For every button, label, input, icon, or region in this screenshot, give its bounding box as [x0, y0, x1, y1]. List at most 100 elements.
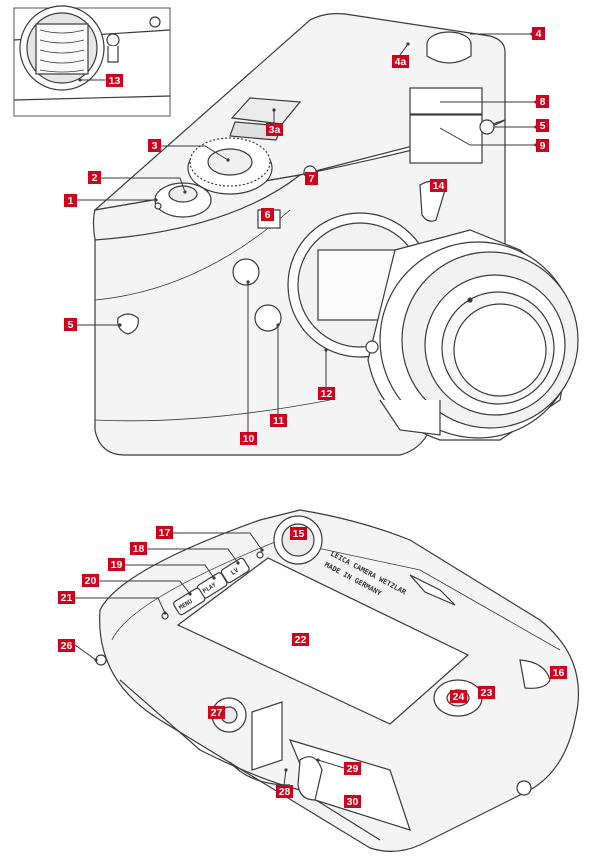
- callout-label-1: 1: [68, 195, 74, 207]
- callout-badge-15: [290, 527, 307, 540]
- callout-label-22: 22: [295, 634, 307, 646]
- callout-leader-18: [147, 548, 239, 564]
- callout-badge-3: [148, 139, 161, 152]
- callout-label-24: 24: [453, 691, 465, 703]
- callout-badge-21: [58, 591, 75, 604]
- lens: [365, 229, 579, 441]
- callout-label-4: 4: [536, 28, 542, 40]
- card-slot: [251, 701, 283, 771]
- callout-leader-20: [99, 580, 191, 595]
- callout-leader-dot-18: [236, 561, 240, 565]
- back-view: LV PLAY MENU LEICA CAMERA WETZLAR MADE I…: [95, 509, 579, 852]
- callout-badge-1: [64, 194, 77, 207]
- callout-layer: 1233a44a55678910111213141516171819202122…: [58, 27, 567, 808]
- thumbwheel: [519, 659, 551, 689]
- callout-leader-dot-3: [226, 158, 230, 162]
- callout-badge-16: [550, 666, 567, 679]
- callout-badge-7: [305, 172, 318, 185]
- callout-label-27: 27: [211, 707, 223, 719]
- accessory-shoe: [230, 97, 302, 125]
- callout-badge-2: [88, 171, 101, 184]
- callout-label-10: 10: [243, 433, 255, 445]
- callout-label-29: 29: [347, 763, 359, 775]
- callout-leader-9: [439, 127, 536, 146]
- callout-label-23: 23: [481, 687, 493, 699]
- callout-badge-3a: [266, 123, 283, 136]
- callout-leader-dot-29: [316, 758, 320, 762]
- strap-lug-right: [479, 119, 495, 135]
- callout-leader-dot-17: [260, 548, 264, 552]
- callout-badge-18: [130, 542, 147, 555]
- callout-label-5: 5: [68, 319, 74, 331]
- callout-badge-20: [82, 574, 99, 587]
- callout-label-14: 14: [433, 180, 445, 192]
- callout-badge-28: [276, 785, 293, 798]
- callout-label-15: 15: [293, 528, 305, 540]
- inset-mount-detail: [13, 5, 171, 117]
- callout-leader-26: [74, 644, 97, 661]
- callout-badge-4: [532, 27, 545, 40]
- callout-label-30: 30: [347, 796, 359, 808]
- callout-leader-17: [173, 532, 263, 551]
- callout-leader-dot-26: [94, 658, 98, 662]
- callout-badge-27: [208, 706, 225, 719]
- strap-lug-back-right: [516, 780, 532, 796]
- lens-release-button: [232, 258, 260, 286]
- callout-leader-dot-3a: [272, 108, 276, 112]
- callout-leader-dot-12: [324, 348, 328, 352]
- callout-label-8: 8: [540, 96, 546, 108]
- callout-leader-4a: [399, 43, 409, 56]
- callout-badge-17: [156, 526, 173, 539]
- callout-label-2: 2: [92, 172, 98, 184]
- callout-badge-5: [64, 318, 77, 331]
- callout-badge-5: [536, 119, 549, 132]
- callout-leader-29: [317, 759, 345, 769]
- callout-label-13: 13: [109, 75, 121, 87]
- callout-leader-dot-20: [188, 592, 192, 596]
- callout-label-26: 26: [61, 640, 73, 652]
- callout-badge-6: [261, 208, 274, 221]
- callout-leader-dot-21: [163, 611, 167, 615]
- callout-label-12: 12: [321, 388, 333, 400]
- callout-badge-22: [292, 633, 309, 646]
- callout-leader-3: [161, 145, 229, 161]
- strap-lug-left: [117, 313, 139, 335]
- back-buttons: LV PLAY MENU: [161, 551, 264, 620]
- callout-leader-dot-10: [246, 280, 250, 284]
- callout-badge-19: [108, 558, 125, 571]
- callout-leader-dot-5: [118, 323, 122, 327]
- callout-leader-dot-11: [276, 323, 280, 327]
- callout-label-9: 9: [540, 140, 546, 152]
- callout-badge-14: [430, 179, 447, 192]
- viewfinder-window: [409, 114, 483, 164]
- callout-label-5: 5: [540, 120, 546, 132]
- callout-leader-2: [101, 177, 186, 193]
- callout-label-21: 21: [61, 592, 73, 604]
- callout-leader-19: [125, 564, 215, 579]
- callout-leader-dot-19: [212, 576, 216, 580]
- callout-badge-24: [450, 690, 467, 703]
- callout-label-6: 6: [265, 209, 271, 221]
- callout-label-11: 11: [273, 415, 284, 427]
- bottom-plate: [119, 679, 381, 841]
- callout-label-19: 19: [111, 559, 123, 571]
- callout-badge-4a: [392, 55, 409, 68]
- callout-badge-23: [478, 686, 495, 699]
- battery-lock: [297, 756, 323, 801]
- front-view: [13, 5, 579, 456]
- callout-label-4a: 4a: [395, 56, 407, 68]
- focus-button: [254, 304, 282, 332]
- callout-badge-26: [58, 639, 75, 652]
- callout-leader-dot-13: [78, 78, 82, 82]
- menu-button: [173, 587, 206, 616]
- callout-leader-dot-28: [284, 768, 288, 772]
- callout-label-7: 7: [309, 173, 315, 185]
- callout-leader-dot-4a: [406, 42, 410, 46]
- callout-badge-13: [106, 74, 123, 87]
- callout-label-3: 3: [152, 140, 158, 152]
- lv-button-label: LV: [229, 566, 240, 577]
- callout-leader-21: [75, 597, 166, 614]
- callout-label-3a: 3a: [269, 124, 281, 136]
- callout-label-28: 28: [279, 786, 291, 798]
